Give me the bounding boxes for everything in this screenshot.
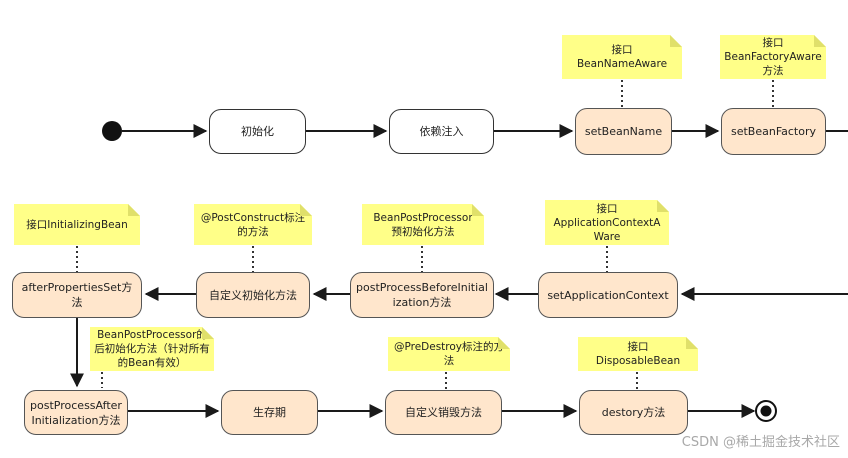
- node-set-bean-factory: setBeanFactory: [721, 108, 826, 155]
- end-node: [755, 400, 777, 422]
- note-bean-name-aware: 接口 BeanNameAware: [562, 35, 682, 79]
- note-application-context-aware: 接口 ApplicationContextAWare: [545, 200, 669, 245]
- node-custom-init: 自定义初始化方法: [196, 272, 310, 318]
- node-set-bean-name: setBeanName: [575, 108, 672, 155]
- node-lifetime: 生存期: [221, 390, 318, 435]
- note-disposable-bean: 接口 DisposableBean: [578, 337, 698, 371]
- node-init: 初始化: [209, 109, 306, 154]
- watermark: CSDN @稀土掘金技术社区: [681, 435, 840, 450]
- connector-lines: [70, 124, 848, 418]
- node-destroy: destory方法: [579, 390, 688, 435]
- node-post-process-after: postProcessAfterInitialization方法: [24, 390, 128, 435]
- node-post-process-before: postProcessBeforeInitialization方法: [350, 272, 494, 318]
- note-bean-factory-aware: 接口 BeanFactoryAware方法: [720, 35, 826, 79]
- node-dependency-injection: 依赖注入: [389, 109, 494, 154]
- note-pre-destroy: @PreDestroy标注的方法: [388, 337, 510, 371]
- note-bean-post-processor-pre: BeanPostProcessor 预初始化方法: [362, 204, 484, 245]
- note-bean-post-processor-post: BeanPostProcessor的后初始化方法（针对所有的Bean有效）: [90, 327, 214, 371]
- note-post-construct: @PostConstruct标注的方法: [194, 204, 312, 245]
- node-custom-destroy: 自定义销毁方法: [385, 390, 502, 435]
- node-set-application-context: setApplicationContext: [538, 272, 678, 318]
- node-after-properties-set: afterPropertiesSet方法: [12, 272, 142, 318]
- note-initializing-bean: 接口InitializingBean: [14, 204, 140, 245]
- start-node: [102, 121, 122, 141]
- note-connectors: [76, 80, 774, 390]
